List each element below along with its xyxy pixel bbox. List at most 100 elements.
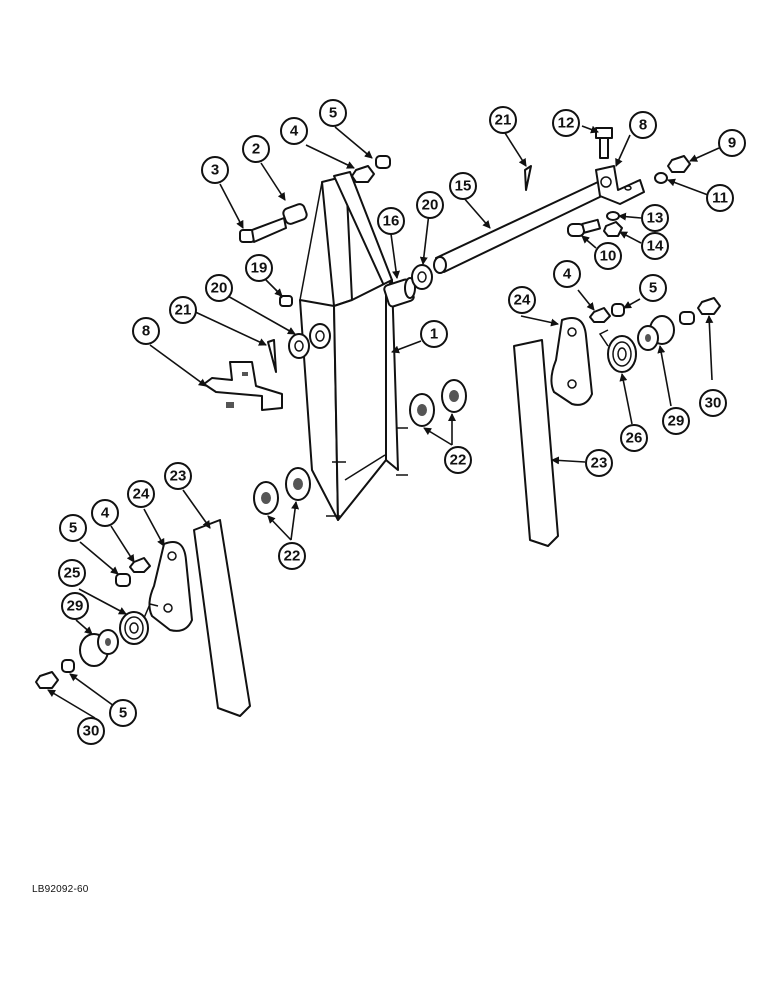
callout-15: 15 [449,172,477,200]
callout-19: 19 [245,254,273,282]
bushing-16 [383,277,416,308]
svg-text:23: 23 [170,468,187,485]
svg-text:12: 12 [558,115,575,132]
callout-29-right: 29 [662,407,690,435]
spacer-5-right-a [611,303,625,317]
nut-9 [667,155,691,173]
callout-12: 12 [552,109,580,137]
callout-30-right: 30 [699,389,727,417]
spacer-5-left-b [61,659,75,673]
callout-8-right: 8 [629,111,657,139]
svg-text:29: 29 [668,413,685,430]
svg-text:10: 10 [600,248,617,265]
svg-text:21: 21 [495,112,512,129]
svg-text:14: 14 [647,238,664,255]
bracket-8-right [595,165,645,205]
spring-26 [598,329,637,373]
bushing-29-left [79,629,119,667]
washer-20-right [411,264,433,290]
callout-4-left: 4 [91,499,119,527]
roller-22-right [409,379,467,427]
nut-14 [603,221,623,237]
svg-text:8: 8 [142,323,150,340]
bolt-3 [239,217,287,243]
nut-4-right [589,307,611,323]
svg-text:29: 29 [67,598,84,615]
callout-22-right: 22 [444,446,472,474]
callouts: 1 2 3 4 5 5 8 8 9 10 11 12 13 14 15 16 1… [47,99,746,745]
svg-text:20: 20 [211,280,228,297]
callout-23-left: 23 [164,462,192,490]
callout-24-right: 24 [508,286,536,314]
svg-text:15: 15 [455,178,472,195]
callout-14: 14 [641,232,669,260]
svg-text:24: 24 [133,486,150,503]
bolt-12 [595,127,613,159]
spacer-5-top [375,155,391,169]
svg-text:11: 11 [712,190,728,207]
nut-4-top [351,165,375,183]
lockwasher-11 [654,172,668,184]
callout-5-left-top: 5 [59,514,87,542]
svg-text:8: 8 [639,117,647,134]
callout-11: 11 [706,184,734,212]
spacer-2 [282,203,308,225]
callout-1: 1 [420,320,448,348]
svg-text:22: 22 [450,452,467,469]
cotter-pin-21-top [524,165,532,191]
svg-text:1: 1 [430,326,438,343]
callout-16: 16 [377,207,405,235]
callout-21-left: 21 [169,296,197,324]
svg-text:20: 20 [422,197,439,214]
svg-text:25: 25 [64,565,81,582]
svg-text:4: 4 [101,505,110,522]
arm-24-left [148,541,193,632]
svg-text:2: 2 [252,141,260,158]
drawing-reference-number: LB92092-60 [32,884,89,895]
svg-text:5: 5 [69,520,77,537]
svg-text:5: 5 [329,105,337,122]
spacer-5-left-a [115,573,131,587]
svg-text:4: 4 [563,266,572,283]
callout-5-left-bottom: 5 [109,699,137,727]
svg-text:26: 26 [626,430,643,447]
cotter-pin-21-left [267,339,277,373]
svg-text:3: 3 [211,162,219,179]
bracket-8-left [203,361,283,411]
callout-22-left: 22 [278,542,306,570]
svg-text:5: 5 [119,705,127,722]
callout-5-right: 5 [639,274,667,302]
callout-5-top: 5 [319,99,347,127]
callout-25: 25 [58,559,86,587]
callout-23-right: 23 [585,449,613,477]
callout-20-right: 20 [416,191,444,219]
callout-8-left: 8 [132,317,160,345]
callout-30-left: 30 [77,717,105,745]
nut-30-right [697,297,721,315]
callout-26: 26 [620,424,648,452]
svg-text:16: 16 [383,213,400,230]
svg-text:5: 5 [649,280,657,297]
svg-text:30: 30 [705,395,722,412]
callout-13: 13 [641,204,669,232]
roller-22-left [253,467,311,515]
svg-text:22: 22 [284,548,301,565]
callout-21-top: 21 [489,106,517,134]
callout-20-left: 20 [205,274,233,302]
spring-25 [119,603,159,645]
callout-2: 2 [242,135,270,163]
svg-text:9: 9 [728,135,736,152]
callout-9: 9 [718,129,746,157]
callout-10: 10 [594,242,622,270]
callout-4-right: 4 [553,260,581,288]
svg-text:23: 23 [591,455,608,472]
plate-23-right [513,339,559,547]
bushing-29-right [637,315,675,351]
lockwasher-13 [606,211,620,221]
svg-text:4: 4 [290,123,299,140]
svg-text:30: 30 [83,723,100,740]
svg-text:19: 19 [251,260,268,277]
plate-23-left [193,519,251,717]
nut-30-left [35,671,59,689]
